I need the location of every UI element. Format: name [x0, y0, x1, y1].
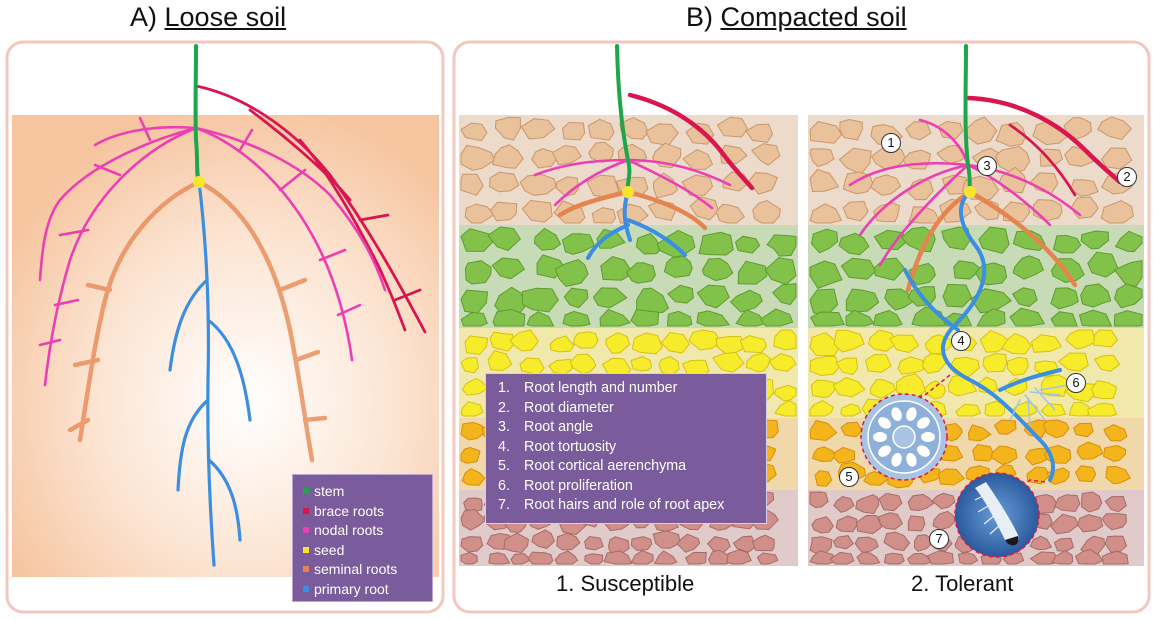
legend-item: nodal roots	[303, 521, 432, 541]
root-type-legend: stem brace roots nodal roots seed seminal ro…	[292, 474, 433, 602]
trait-number: 1.	[498, 380, 510, 396]
soil-column-tolerant	[808, 115, 1144, 566]
trait-label: Root cortical aerenchyma	[524, 458, 687, 474]
legend-swatch	[303, 585, 309, 592]
susceptible-roots	[533, 44, 755, 260]
panel-b-title-text: Compacted soil	[720, 2, 907, 32]
legend-item: seed	[303, 541, 432, 561]
trait-marker-1: 1	[881, 133, 901, 153]
trait-item: 1. Root length and number	[498, 379, 766, 399]
legend-swatch	[303, 566, 309, 573]
caption-tolerant: 2. Tolerant	[911, 571, 1014, 596]
trait-number: 3.	[498, 419, 510, 435]
aerenchyma-cross-section	[860, 374, 951, 481]
trait-label: Root hairs and role of root apex	[524, 497, 725, 513]
trait-marker-6: 6	[1066, 373, 1086, 393]
trait-number: 2.	[498, 399, 510, 416]
legend-item: brace roots	[303, 502, 432, 522]
legend-label: brace roots	[314, 502, 385, 519]
panel-b-title: B) Compacted soil	[686, 2, 907, 33]
legend-label: primary root	[314, 580, 389, 597]
trait-number: 6.	[498, 477, 510, 494]
root-proliferation	[1009, 384, 1069, 426]
primary-root-a	[168, 180, 252, 567]
legend-item: primary root	[303, 580, 432, 600]
trait-number: 5.	[498, 458, 510, 474]
trait-label: Root length and number	[524, 380, 678, 396]
trait-item: 7. Root hairs and role of root apex	[498, 496, 766, 516]
seed-a	[193, 176, 205, 188]
trait-label: Root diameter	[524, 399, 614, 416]
stem-a	[193, 44, 201, 184]
trait-number: 7.	[498, 497, 510, 513]
seed-susceptible	[622, 186, 634, 198]
trait-marker-4: 4	[951, 331, 971, 351]
legend-label: seed	[314, 541, 345, 558]
panel-b-prefix: B)	[686, 2, 713, 32]
panel-a-prefix: A)	[130, 2, 157, 32]
legend-swatch	[303, 546, 309, 553]
caption-susceptible: 1. Susceptible	[556, 571, 695, 596]
root-apex-detail	[954, 472, 1046, 558]
legend-swatch	[303, 507, 309, 514]
legend-item: seminal roots	[303, 560, 432, 580]
nodal-roots-a	[38, 116, 387, 387]
legend-item: stem	[303, 482, 432, 502]
root-traits-box: 1. Root length and number 2. Root diameter 3…	[485, 373, 767, 524]
trait-item: 3. Root angle	[498, 418, 766, 438]
trait-item: 4. Root tortuosity	[498, 438, 766, 458]
brace-roots-a	[194, 84, 427, 334]
trait-marker-7: 7	[929, 529, 949, 549]
legend-label: stem	[314, 483, 345, 499]
trait-item: 5. Root cortical aerenchyma	[498, 457, 766, 477]
panel-a-title-text: Loose soil	[164, 2, 287, 32]
trait-label: Root angle	[524, 419, 594, 435]
legend-label: seminal roots	[314, 561, 398, 577]
trait-number: 4.	[498, 438, 510, 455]
loose-roots	[38, 44, 427, 567]
trait-label: Root proliferation	[524, 477, 633, 494]
panel-a-title: A) Loose soil	[130, 2, 286, 33]
trait-marker-5: 5	[839, 467, 859, 487]
seminal-roots-a	[67, 179, 328, 463]
seed-tolerant	[964, 186, 976, 198]
trait-marker-3: 3	[977, 156, 997, 176]
trait-label: Root tortuosity	[524, 438, 617, 455]
legend-swatch	[303, 488, 309, 495]
legend-label: nodal roots	[314, 522, 384, 538]
trait-item: 2. Root diameter	[498, 399, 766, 419]
trait-marker-2: 2	[1117, 167, 1137, 187]
legend-swatch	[303, 527, 309, 534]
trait-item: 6. Root proliferation	[498, 477, 766, 497]
